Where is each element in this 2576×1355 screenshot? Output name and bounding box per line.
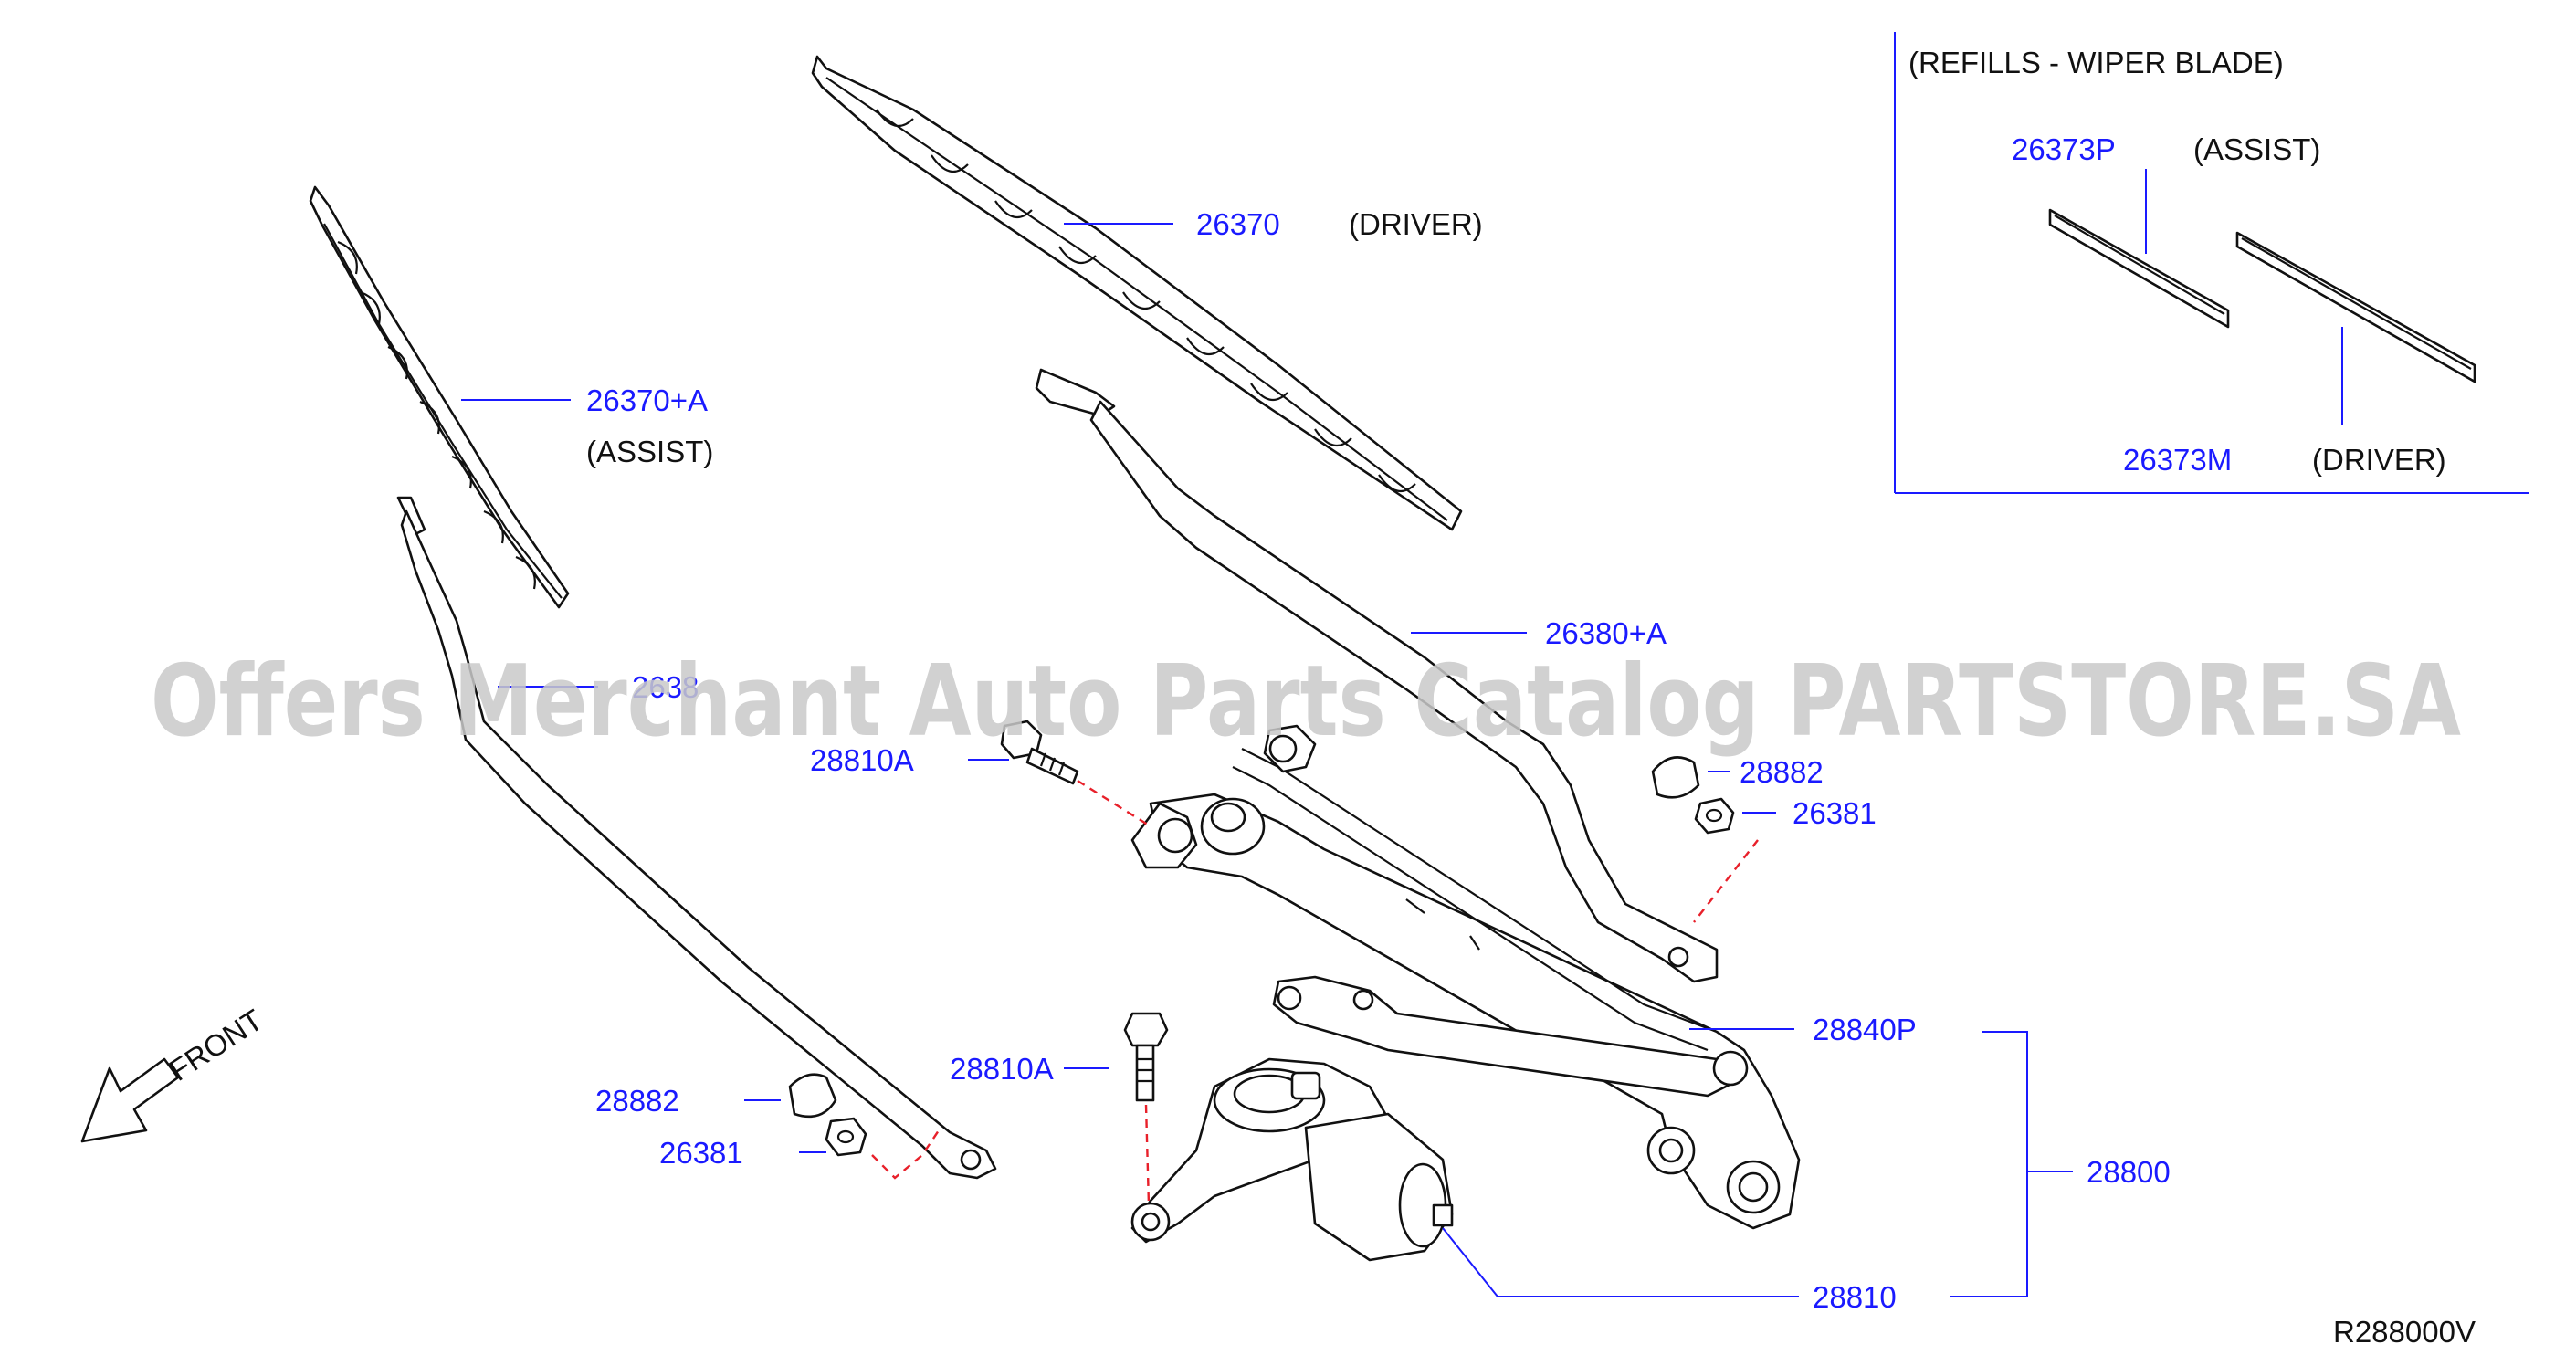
linkage-right-pivot-hole [1738, 1171, 1769, 1203]
linkage-lower-rod-pin [1352, 989, 1374, 1011]
assist-wiper-blade[interactable] [309, 185, 570, 609]
assist-arm-body [400, 509, 997, 1180]
left-nut-shape [825, 1117, 867, 1157]
lower-bolt-alignment [1144, 1104, 1151, 1206]
driver-blade-note: (DRIVER) [1349, 207, 1483, 241]
assembly-bracket [1950, 1031, 2028, 1297]
right-pivot-nut[interactable] [1694, 797, 1735, 835]
lower-bolt-head [1123, 1012, 1169, 1047]
upper-mounting-bolt[interactable] [1000, 720, 1079, 785]
right-cap-shape [1651, 756, 1700, 799]
front-arrow-icon [80, 1057, 180, 1143]
linkage-upper-rod-edge [1232, 766, 1709, 1052]
assist-arm-pivot-hole [960, 1149, 982, 1171]
linkage-lower-rod [1272, 975, 1737, 1098]
upper-bolt-part-number[interactable]: 28810A [810, 743, 914, 777]
upper-bolt-thread [1039, 752, 1066, 776]
wiper-motor[interactable] [1130, 1057, 1454, 1262]
right-nut-shape [1694, 797, 1735, 835]
linkage-main-frame [1149, 793, 1801, 1230]
lower-bolt-shank [1135, 1044, 1155, 1102]
right-nut-alignment [1693, 839, 1759, 923]
drawing-code: R288000V [2333, 1315, 2476, 1349]
assist-refill-part-number[interactable]: 26373P [2012, 132, 2116, 166]
left-pivot-cap[interactable] [788, 1073, 837, 1119]
driver-blade-inner-rail [825, 77, 1448, 521]
left-nut-hole [836, 1129, 855, 1144]
motor-shaft [1432, 1203, 1454, 1227]
linkage-left-pivot-hole [1157, 817, 1193, 854]
driver-blade-part-number[interactable]: 26370 [1196, 207, 1280, 241]
left-cap-part-number[interactable]: 28882 [595, 1084, 679, 1118]
driver-wiper-blade[interactable] [811, 55, 1463, 531]
driver-wiper-arm[interactable] [1035, 368, 1719, 983]
driver-arm-pivot-hole [1667, 946, 1689, 968]
lower-bolt-thread [1137, 1057, 1153, 1083]
assist-blade-frame-links [337, 240, 536, 590]
left-nut-part-number[interactable]: 26381 [659, 1136, 743, 1170]
driver-blade-outline [811, 55, 1463, 531]
linkage-upper-rod [1241, 748, 1718, 1034]
left-pivot-nut[interactable] [825, 1117, 867, 1157]
assist-arm-part-number[interactable]: 2638 [632, 670, 699, 704]
right-cap-part-number[interactable]: 28882 [1740, 755, 1824, 789]
motor-leader [1442, 1227, 1799, 1297]
driver-arm-body [1089, 400, 1719, 983]
right-nut-hole [1705, 808, 1723, 823]
assist-refill-strip-edge [2054, 215, 2225, 315]
assist-blade-outline [309, 185, 570, 609]
driver-refill-note: (DRIVER) [2312, 443, 2446, 477]
linkage-bracket-pin-b [1469, 935, 1480, 951]
refills-box-title: (REFILLS - WIPER BLADE) [1908, 46, 2284, 79]
linkage-lower-rod-end [1277, 985, 1302, 1011]
lower-bolt-part-number[interactable]: 28810A [950, 1052, 1054, 1086]
lower-mounting-bolt[interactable] [1123, 1012, 1169, 1102]
motor-crank-pivot-hole [1141, 1212, 1161, 1232]
assist-blade-note: (ASSIST) [586, 435, 713, 468]
assist-blade-part-number[interactable]: 26370+A [586, 383, 708, 417]
driver-refill-part-number[interactable]: 26373M [2123, 443, 2232, 477]
front-label: FRONT [163, 1003, 268, 1087]
driver-refill-strip-edge [2241, 237, 2472, 370]
linkage-arm-hub [1712, 1050, 1749, 1087]
assist-wiper-arm[interactable] [396, 496, 997, 1180]
watermark-text: Offers Merchant Auto Parts Catalog PARTS… [151, 645, 2461, 759]
linkage-bracket-pin-a [1405, 898, 1425, 914]
linkage-left-spindle-top [1210, 802, 1246, 833]
driver-arm-part-number[interactable]: 26380+A [1545, 616, 1667, 650]
motor-connector [1290, 1071, 1321, 1100]
upper-bolt-alignment [1077, 779, 1151, 828]
wiper-linkage[interactable] [1130, 724, 1801, 1230]
refills-box: (REFILLS - WIPER BLADE) 26373P (ASSIST) … [1894, 32, 2529, 494]
right-nut-part-number[interactable]: 26381 [1793, 796, 1877, 830]
assist-blade-inner-rail [323, 223, 563, 599]
driver-blade-frame-links [876, 109, 1416, 493]
linkage-part-number[interactable]: 28840P [1813, 1013, 1917, 1046]
right-pivot-cap[interactable] [1651, 756, 1700, 799]
front-direction-indicator: FRONT [80, 1003, 268, 1143]
left-cap-shape [788, 1073, 837, 1119]
linkage-right-bushing-hole [1658, 1138, 1684, 1163]
left-nut-alignment [871, 1127, 941, 1180]
motor-part-number[interactable]: 28810 [1813, 1280, 1897, 1314]
assist-refill-note: (ASSIST) [2193, 132, 2320, 166]
linkage-upper-pivot-hole [1268, 734, 1298, 763]
assembly-part-number[interactable]: 28800 [2087, 1155, 2171, 1189]
